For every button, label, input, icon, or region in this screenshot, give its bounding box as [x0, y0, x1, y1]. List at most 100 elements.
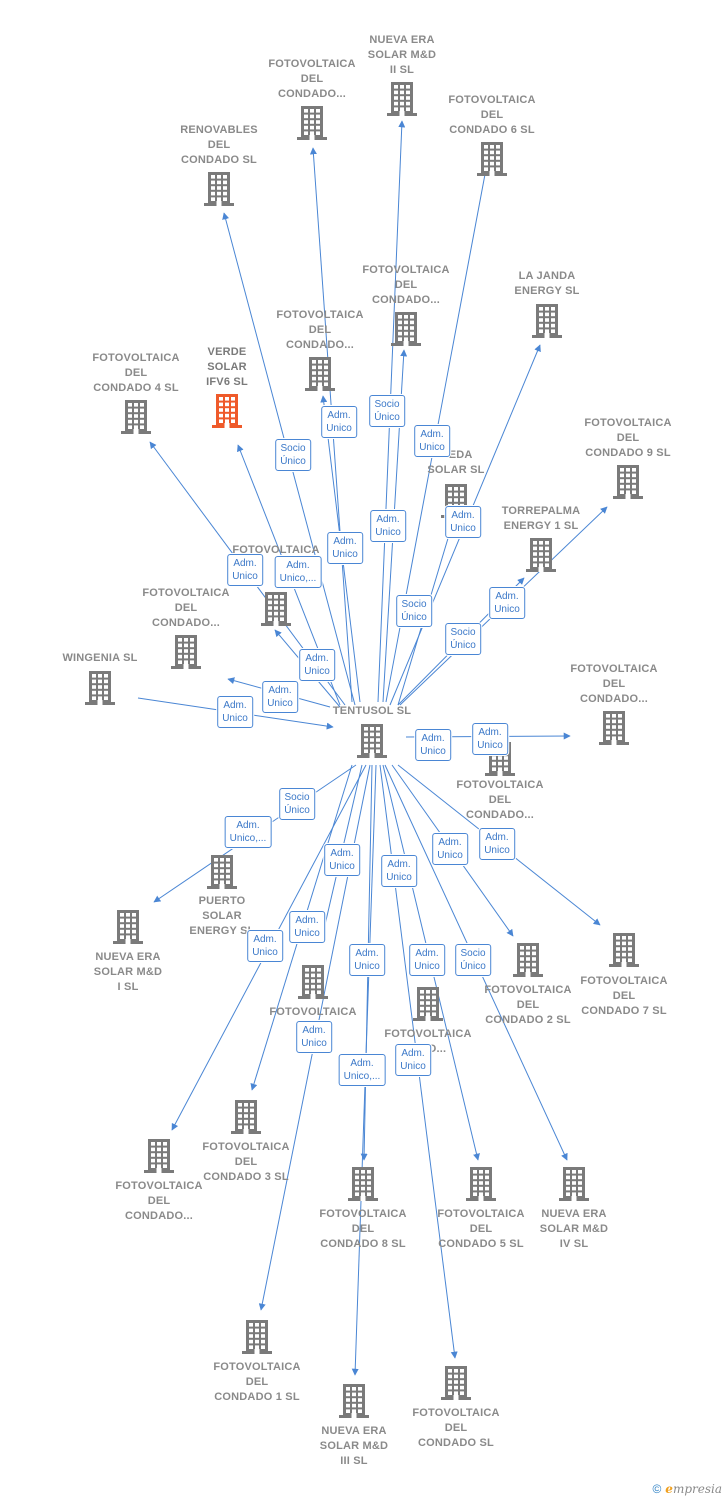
relation-badge[interactable]: Adm. Unico: [381, 855, 417, 887]
building-icon[interactable]: [532, 304, 562, 343]
relation-badge[interactable]: Adm. Unico: [414, 425, 450, 457]
building-icon[interactable]: [242, 1320, 272, 1359]
building-icon[interactable]: [441, 1366, 471, 1405]
company-label[interactable]: FOTOVOLTAICA DEL CONDADO 8 SL: [313, 1207, 413, 1252]
company-label[interactable]: FOTOVOLTAICA: [226, 543, 326, 558]
building-icon[interactable]: [261, 592, 291, 631]
building-icon[interactable]: [204, 172, 234, 211]
building-icon[interactable]: [231, 1100, 261, 1139]
copyright-symbol: ©: [652, 1482, 662, 1496]
building-icon[interactable]: [357, 724, 387, 763]
building-icon[interactable]: [466, 1167, 496, 1206]
company-name: FOTOVOLTAICA DEL CONDADO 3 SL: [202, 1141, 290, 1183]
building-icon[interactable]: [477, 142, 507, 181]
company-label[interactable]: FOTOVOLTAICA DEL CONDADO 1 SL: [207, 1360, 307, 1405]
relation-badge[interactable]: Adm. Unico,...: [338, 1054, 386, 1086]
company-label[interactable]: FOTOVOLTAICA DEL CONDADO...: [356, 263, 456, 308]
company-name: RENOVABLES DEL CONDADO SL: [180, 124, 258, 166]
center-company-label[interactable]: TENTUSOL SL: [322, 704, 422, 719]
building-icon[interactable]: [297, 106, 327, 145]
relation-badge[interactable]: Socio Único: [369, 395, 405, 427]
building-icon[interactable]: [144, 1139, 174, 1178]
company-name: FOTOVOLTAICA DEL CONDADO 8 SL: [319, 1208, 407, 1250]
company-name: PUERTO SOLAR ENERGY SL: [189, 895, 254, 937]
building-icon[interactable]: [609, 933, 639, 972]
relation-badge[interactable]: Socio Único: [455, 944, 491, 976]
building-icon[interactable]: [171, 635, 201, 674]
relation-badge[interactable]: Adm. Unico: [472, 723, 508, 755]
company-label[interactable]: FOTOVOLTAICA DEL CONDADO 5 SL: [431, 1207, 531, 1252]
relation-badge[interactable]: Adm. Unico: [489, 587, 525, 619]
company-label[interactable]: WINGENIA SL: [50, 651, 150, 666]
building-icon[interactable]: [207, 855, 237, 894]
relation-badge[interactable]: Adm. Unico: [327, 532, 363, 564]
company-name: FOTOVOLTAICA: [232, 544, 320, 556]
building-icon[interactable]: [599, 711, 629, 750]
company-label[interactable]: FOTOVOLTAICA DEL CONDADO...: [270, 308, 370, 353]
relation-badge[interactable]: Adm. Unico: [409, 944, 445, 976]
relation-badge[interactable]: Adm. Unico: [217, 696, 253, 728]
building-icon[interactable]: [387, 82, 417, 121]
building-icon[interactable]: [339, 1384, 369, 1423]
relation-badge[interactable]: Socio Único: [445, 623, 481, 655]
company-label[interactable]: PUERTO SOLAR ENERGY SL: [172, 894, 272, 939]
relation-badge[interactable]: Adm. Unico,...: [224, 816, 272, 848]
company-label[interactable]: FOTOVOLTAICA DEL CONDADO 7 SL: [574, 974, 674, 1019]
building-icon[interactable]: [85, 671, 115, 710]
company-label[interactable]: FOTOVOLTAICA DEL CONDADO 4 SL: [86, 351, 186, 396]
building-icon[interactable]: [298, 965, 328, 1004]
company-label[interactable]: FOTOVOLTAICA DEL CONDADO 3 SL: [196, 1140, 296, 1185]
building-icon[interactable]: [559, 1167, 589, 1206]
relation-badge[interactable]: Adm. Unico: [370, 510, 406, 542]
company-label[interactable]: NUEVA ERA SOLAR M&D IV SL: [524, 1207, 624, 1252]
company-label[interactable]: FOTOVOLTAICA DEL CONDADO 9 SL: [578, 416, 678, 461]
relation-badge[interactable]: Adm. Unico: [324, 844, 360, 876]
company-name: FOTOVOLTAICA DEL CONDADO 4 SL: [92, 352, 180, 394]
relation-badge[interactable]: Adm. Unico: [262, 681, 298, 713]
relation-badge[interactable]: Adm. Unico: [445, 506, 481, 538]
relation-badge[interactable]: Adm. Unico,...: [274, 556, 322, 588]
company-label[interactable]: NUEVA ERA SOLAR M&D I SL: [78, 950, 178, 995]
relation-badge[interactable]: Adm. Unico: [432, 833, 468, 865]
building-icon[interactable]: [391, 312, 421, 351]
relation-badge[interactable]: Socio Único: [279, 788, 315, 820]
relation-badge[interactable]: Adm. Unico: [349, 944, 385, 976]
relation-badge[interactable]: Adm. Unico: [227, 554, 263, 586]
relation-badge[interactable]: Adm. Unico: [415, 729, 451, 761]
company-label[interactable]: FOTOVOLTAICA DEL CONDADO...: [564, 662, 664, 707]
relation-badge[interactable]: Adm. Unico: [289, 911, 325, 943]
company-label[interactable]: LA JANDA ENERGY SL: [497, 269, 597, 299]
company-label[interactable]: FOTOVOLTAICA DEL CONDADO SL: [406, 1406, 506, 1451]
building-icon[interactable]: [413, 987, 443, 1026]
building-icon-highlighted[interactable]: [212, 394, 242, 433]
company-label[interactable]: NUEVA ERA SOLAR M&D II SL: [352, 33, 452, 78]
relation-badge[interactable]: Adm. Unico: [395, 1044, 431, 1076]
company-name: LA JANDA ENERGY SL: [514, 270, 580, 297]
company-label[interactable]: FOTOVOLTAICA DEL CONDADO...: [136, 586, 236, 631]
company-label[interactable]: NUEVA ERA SOLAR M&D III SL: [304, 1424, 404, 1469]
building-icon[interactable]: [513, 943, 543, 982]
relation-badge[interactable]: Adm. Unico: [321, 406, 357, 438]
building-icon[interactable]: [121, 400, 151, 439]
company-label[interactable]: FOTOVOLTAICA DEL CONDADO...: [450, 778, 550, 823]
company-label[interactable]: RENOVABLES DEL CONDADO SL: [169, 123, 269, 168]
relation-badge[interactable]: Adm. Unico: [247, 930, 283, 962]
relation-badge[interactable]: Socio Único: [275, 439, 311, 471]
relation-badge[interactable]: Socio Único: [396, 595, 432, 627]
relation-badge[interactable]: Adm. Unico: [296, 1021, 332, 1053]
building-icon[interactable]: [526, 538, 556, 577]
company-label[interactable]: FOTOVOLTAICA DEL CONDADO...: [262, 57, 362, 102]
building-icon[interactable]: [348, 1167, 378, 1206]
relation-badge[interactable]: Adm. Unico: [479, 828, 515, 860]
company-label[interactable]: FOTOVOLTAICA DEL CONDADO 2 SL: [478, 983, 578, 1028]
company-label[interactable]: FOTOVOLTAICA DEL CONDADO...: [109, 1179, 209, 1224]
building-icon[interactable]: [613, 465, 643, 504]
company-name: FOTOVOLTAICA DEL CONDADO 9 SL: [584, 417, 672, 459]
relation-badge[interactable]: Adm. Unico: [299, 649, 335, 681]
company-label[interactable]: TORREPALMA ENERGY 1 SL: [491, 504, 591, 534]
building-icon[interactable]: [305, 357, 335, 396]
building-icon[interactable]: [113, 910, 143, 949]
company-label[interactable]: VERDE SOLAR IFV6 SL: [177, 345, 277, 390]
company-label[interactable]: FOTOVOLTAICA DEL CONDADO 6 SL: [442, 93, 542, 138]
